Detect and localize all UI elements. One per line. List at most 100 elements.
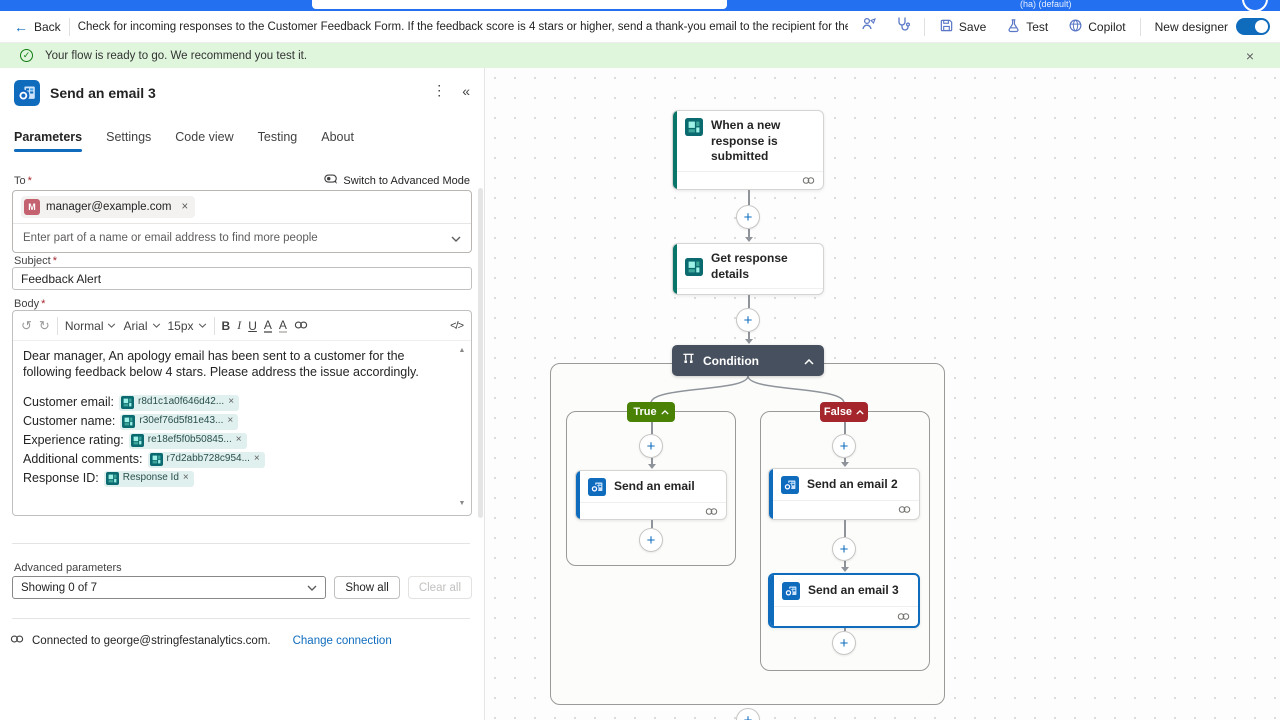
insert-action-button[interactable]: + [832,434,856,458]
account-avatar[interactable] [1242,0,1268,12]
connector [844,458,846,463]
recipient-email: manager@example.com [46,201,172,213]
insert-step-button[interactable]: + [736,308,760,332]
false-branch-badge[interactable]: False [820,402,868,422]
highlight-button[interactable]: A [278,317,287,333]
action-card-send-an-email-2[interactable]: Send an email 2 [768,468,920,520]
tab-testing[interactable]: Testing [257,130,298,144]
undo-icon[interactable]: ↺ [21,317,32,333]
action-card-get-response-details[interactable]: Get response details [672,243,824,295]
save-button[interactable]: Save [933,15,992,39]
recipient-chip[interactable]: M manager@example.com × [21,196,196,218]
redo-icon[interactable]: ↻ [38,317,50,333]
environment-label[interactable]: (ha) (default) [1020,0,1072,9]
card-title: Send an email [614,479,695,494]
scroll-down-icon[interactable]: ▼ [458,500,466,508]
advanced-parameters-select[interactable]: Showing 0 of 7 [12,576,327,599]
font-size-select[interactable]: 15px [168,319,207,333]
copilot-button[interactable]: Copilot [1062,15,1131,39]
insert-action-button[interactable]: + [832,631,856,655]
remove-chip-icon[interactable]: × [228,396,235,408]
back-button[interactable]: ← Back [14,19,61,35]
tab-code-view[interactable]: Code view [175,130,234,144]
bold-button[interactable]: B [221,318,231,333]
true-branch-badge[interactable]: True [627,402,675,422]
chevron-up-icon[interactable] [804,352,814,370]
divider [12,618,470,619]
chevron-down-icon[interactable] [451,229,461,247]
connector-arrow [744,237,753,242]
flow-checker-button[interactable] [890,15,916,39]
outlook-icon [588,478,606,496]
banner-close-icon[interactable]: × [1245,47,1254,64]
test-button[interactable]: Test [1000,15,1054,39]
dynamic-content-chip[interactable]: re18ef5f0b50845...× [128,432,247,449]
remove-chip-icon[interactable]: × [182,472,189,484]
to-field[interactable]: M manager@example.com × Enter part of a … [12,190,472,253]
feedback-person-icon [861,16,877,37]
change-connection-link[interactable]: Change connection [292,634,392,647]
connector [651,520,653,528]
forms-icon [122,415,136,428]
body-content[interactable]: Dear manager, An apology email has been … [13,341,471,515]
insert-action-button[interactable]: + [639,434,663,458]
dynamic-content-chip[interactable]: Response Id× [103,470,194,487]
connector-arrow [840,567,849,572]
connection-link-icon [705,503,718,519]
dynamic-content-chip[interactable]: r30ef76d5f81e43...× [120,413,239,430]
panel-scrollbar[interactable] [478,188,483,518]
tab-about[interactable]: About [321,130,354,144]
collapse-panel-icon[interactable]: « [462,82,470,99]
to-search-input[interactable]: Enter part of a name or email address to… [23,232,318,244]
font-family-select[interactable]: Arial [123,319,160,333]
remove-chip-icon[interactable]: × [227,415,234,427]
insert-action-button[interactable]: + [639,528,663,552]
send-feedback-button[interactable] [856,15,882,39]
editor-scrollbar[interactable]: ▲ ▼ [456,347,468,509]
connection-link-icon [897,608,910,626]
condition-node[interactable]: Condition [672,345,824,376]
subject-input[interactable] [12,267,472,290]
new-designer-toggle[interactable] [1236,18,1270,35]
connector [844,520,846,537]
dynamic-content-chip[interactable]: r8d1c1a0f646d42...× [119,394,240,411]
action-card-send-an-email-3[interactable]: Send an email 3 [768,573,920,628]
more-actions-icon[interactable]: ⋮ [432,82,447,98]
body-editor[interactable]: ↺ ↻ Normal Arial 15px B I U A A </> Dear… [12,310,472,516]
insert-action-button[interactable]: + [832,537,856,561]
card-title: Send an email 3 [808,583,899,598]
panel-title: Send an email 3 [50,85,156,101]
body-line: Customer email: r8d1c1a0f646d42...× [23,394,449,411]
subject-label: Subject* [14,255,57,267]
forms-icon [685,118,703,136]
outlook-icon [782,582,800,600]
tab-parameters[interactable]: Parameters [14,130,83,152]
flow-canvas[interactable]: When a new response is submitted + Get r… [485,68,1280,720]
tab-settings[interactable]: Settings [106,130,152,144]
global-search-input[interactable] [312,0,727,9]
body-paragraph: Dear manager, An apology email has been … [23,349,419,379]
connector [844,561,846,568]
insert-step-button[interactable]: + [736,708,760,720]
switch-advanced-mode-link[interactable]: Switch to Advanced Mode [324,173,470,188]
copilot-icon [1068,18,1083,36]
dynamic-content-chip[interactable]: r7d2abb728c954...× [147,451,265,468]
code-view-button[interactable]: </> [450,319,464,332]
remove-recipient-icon[interactable]: × [181,201,189,213]
underline-button[interactable]: U [248,318,257,333]
paragraph-style-select[interactable]: Normal [65,319,117,333]
connection-link-icon [898,501,911,519]
insert-step-button[interactable]: + [736,205,760,229]
font-color-button[interactable]: A [263,317,272,333]
action-card-send-an-email[interactable]: Send an email [575,470,727,520]
remove-chip-icon[interactable]: × [253,453,260,465]
show-all-button[interactable]: Show all [334,576,400,599]
divider [68,17,70,36]
trigger-card-when-a-new-response-is-submitted[interactable]: When a new response is submitted [672,110,824,190]
insert-link-icon[interactable] [294,319,308,333]
remove-chip-icon[interactable]: × [235,434,242,446]
forms-icon [149,453,163,466]
italic-button[interactable]: I [237,318,242,332]
scroll-up-icon[interactable]: ▲ [458,347,466,354]
forms-icon [685,257,703,276]
